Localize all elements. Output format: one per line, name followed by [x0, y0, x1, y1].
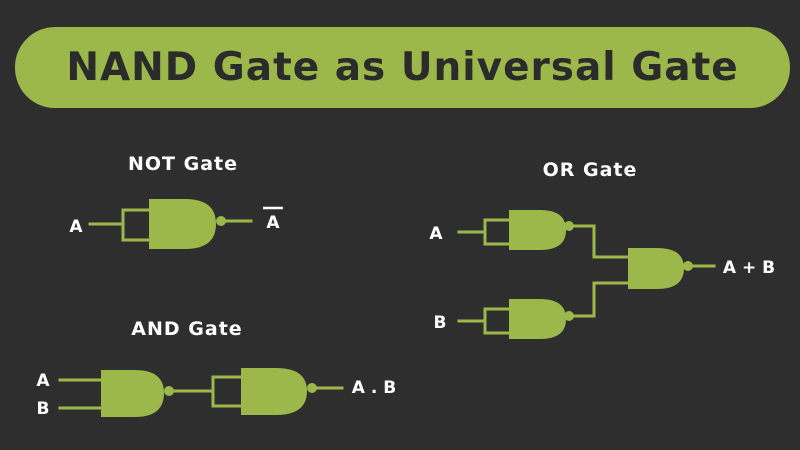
or-input-a-nand-bubble [564, 221, 574, 231]
or-input-b-nand-bubble [564, 311, 574, 321]
or-gate-heading: OR Gate [543, 159, 638, 181]
and-second-nand-bubble [307, 383, 317, 393]
not-input-wire [88, 208, 152, 242]
or-input-a-label: A [429, 224, 443, 244]
and-input-a-label: A [36, 371, 50, 391]
or-lower-connect-wire [572, 281, 631, 318]
or-final-nand-bubble [683, 261, 693, 271]
not-nand-gate [149, 199, 216, 249]
and-gate-heading: AND Gate [131, 318, 242, 340]
or-input-b-nand-gate [509, 299, 566, 339]
title-banner: NAND Gate as Universal Gate [15, 27, 790, 108]
not-input-label: A [69, 217, 83, 237]
or-final-nand-gate [628, 248, 684, 289]
or-input-a-wire [457, 218, 512, 246]
and-connect-wire [172, 375, 244, 408]
not-gate-section: NOT Gate A A [69, 153, 283, 249]
or-input-b-label: B [434, 313, 447, 333]
and-input-wires [58, 378, 104, 410]
and-second-nand-gate [241, 368, 307, 415]
not-gate-heading: NOT Gate [128, 153, 238, 175]
and-output-label: A . B [352, 378, 396, 398]
or-output-label: A + B [723, 258, 775, 278]
page-title: NAND Gate as Universal Gate [66, 45, 739, 90]
or-input-b-wire [457, 307, 512, 335]
or-input-a-nand-gate [509, 210, 566, 250]
or-upper-connect-wire [572, 224, 631, 259]
and-first-nand-bubble [164, 386, 174, 396]
and-gate-section: AND Gate A B A . B [36, 318, 396, 419]
not-output-label: A [266, 213, 280, 233]
or-gate-section: OR Gate A B A + B [429, 159, 775, 339]
not-nand-bubble [216, 216, 226, 226]
and-input-b-label: B [37, 399, 50, 419]
and-first-nand-gate [101, 370, 164, 417]
